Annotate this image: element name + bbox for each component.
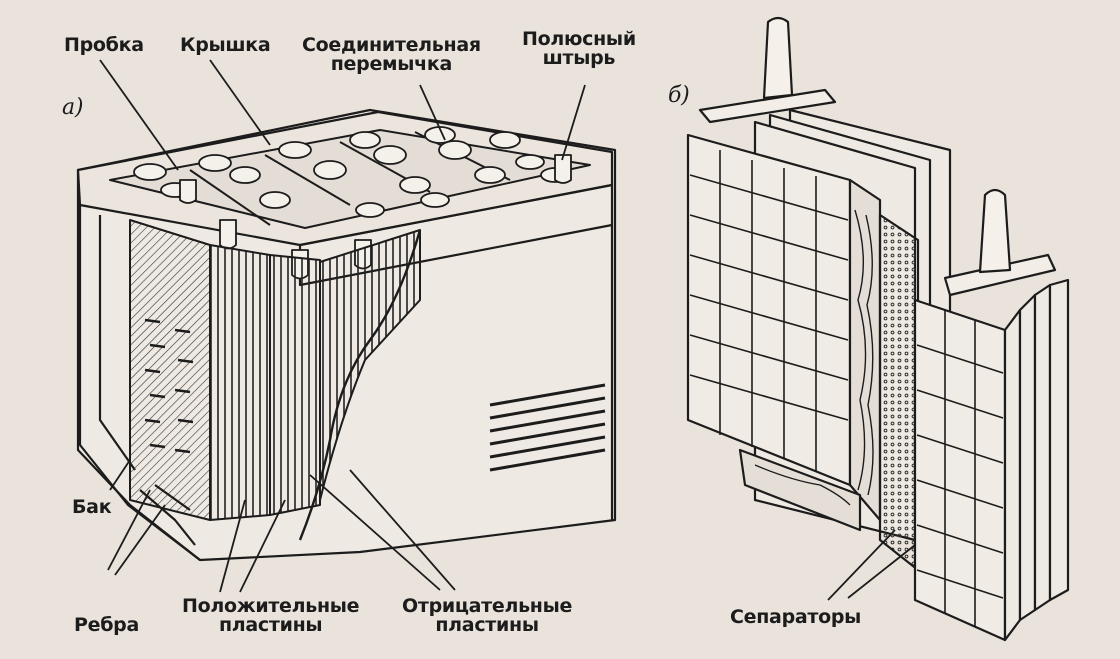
pole-post-rear [762, 16, 794, 100]
figure-a-letter: a) [62, 95, 84, 120]
label-shtyr: Полюсный штырь [522, 28, 636, 69]
label-positive-plates: Положительные пластины [182, 595, 360, 636]
pole-post-front [978, 188, 1012, 274]
label-kryshka: Крышка [180, 34, 271, 56]
label-negative-plates: Отрицательные пластины [402, 595, 573, 636]
label-bak: Бак [72, 496, 112, 518]
figure-b-letter: б) [668, 83, 690, 108]
perforated-separator [878, 213, 920, 572]
battery-a [76, 108, 617, 562]
label-probka: Пробка [64, 34, 144, 56]
side-ribs [489, 383, 606, 472]
label-peremychka: Соединительная перемычка [302, 34, 481, 75]
grid-plate-front [686, 133, 852, 487]
bridge-bar-front [943, 253, 1057, 297]
label-separators: Сепараторы [730, 606, 862, 628]
leader-lines-a [99, 59, 586, 593]
leader-lines-b [827, 529, 916, 601]
plate-stack-b [686, 16, 1070, 642]
label-rebra: Ребра [74, 614, 140, 636]
grid-plate-right [913, 298, 1007, 642]
cutaway [129, 219, 422, 541]
